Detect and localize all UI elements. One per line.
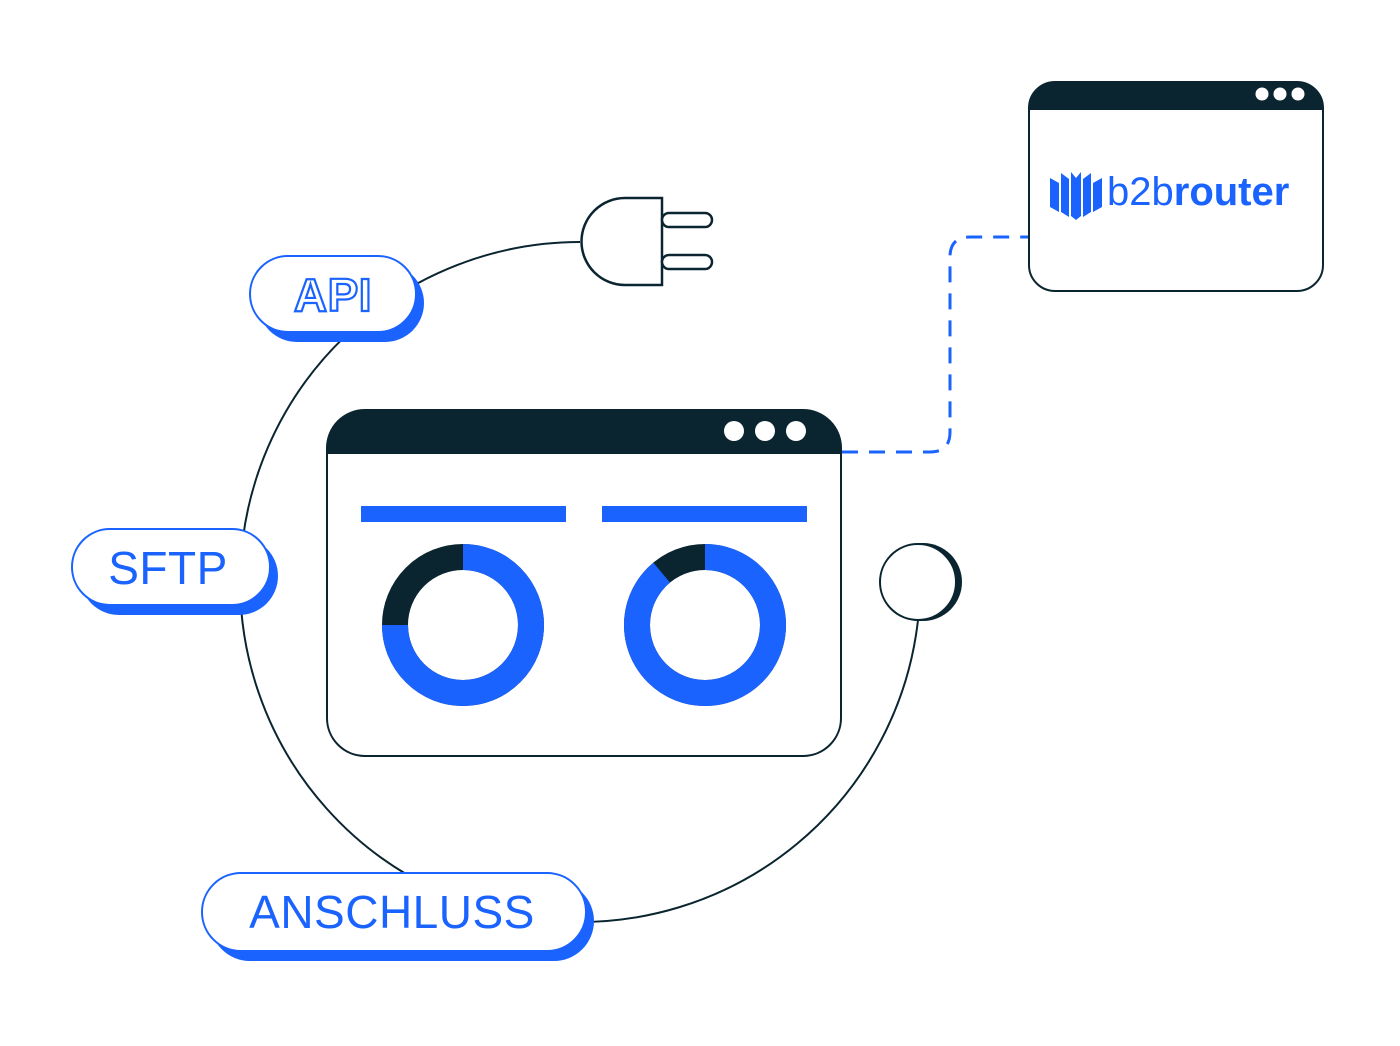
dashboard-window-titlebar [327, 410, 841, 454]
b2brouter-window-titlebar [1029, 82, 1323, 110]
sftp-label: SFTP [108, 542, 228, 594]
anschluss-pill: ANSCHLUSS [201, 872, 594, 961]
logo-prefix: b2b [1107, 170, 1174, 214]
donut-arc-right [624, 544, 786, 706]
panel-header-bar-left [361, 506, 566, 522]
b2brouter-window: b2brouter [1028, 81, 1324, 292]
donut-chart-right [624, 544, 786, 706]
api-label: API [294, 269, 372, 321]
b2brouter-logo-text: b2brouter [1107, 170, 1289, 214]
logo-name: router [1174, 170, 1290, 214]
sftp-pill: SFTP [71, 528, 278, 615]
donut-chart-left [382, 544, 544, 706]
b2brouter-logo-icon [1050, 172, 1102, 220]
panel-header-bar-right [602, 506, 807, 522]
plug-icon [580, 196, 714, 287]
window-controls-icon [1255, 87, 1305, 101]
endpoint-node-icon [879, 543, 962, 621]
api-pill: API [249, 255, 424, 342]
dashed-connector [842, 235, 1030, 454]
anschluss-label: ANSCHLUSS [249, 886, 535, 938]
window-controls-icon [724, 421, 806, 441]
dashboard-window [326, 409, 842, 757]
donut-arc-left [382, 544, 544, 706]
